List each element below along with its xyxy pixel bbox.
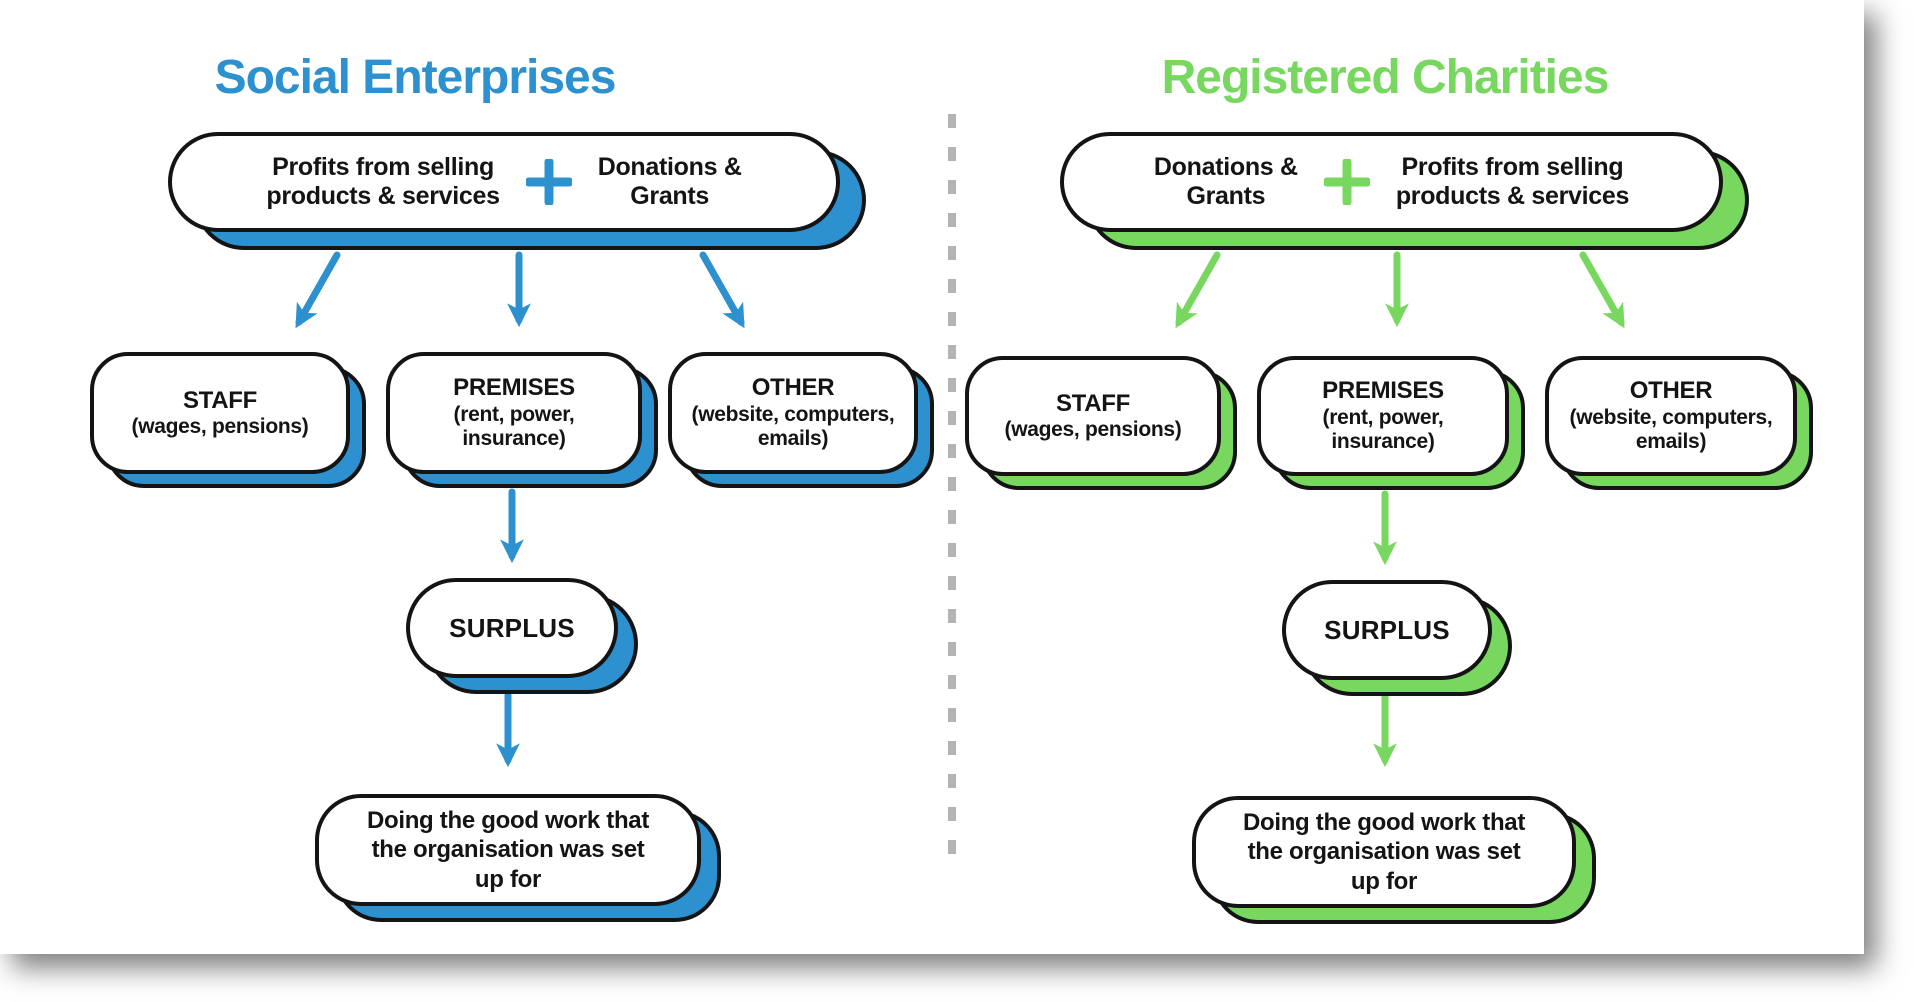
title-registered-charities: Registered Charities — [1161, 51, 1610, 104]
premises-detail-line2: insurance) — [462, 427, 566, 451]
outcome-line1: Doing the good work that — [1242, 809, 1526, 837]
se-surplus-box: SURPLUS — [406, 578, 618, 678]
staff-label: STAFF — [1055, 389, 1131, 417]
other-detail-line2: emails) — [757, 427, 829, 451]
divider-dashed-line — [948, 114, 956, 862]
diagram-card: Social Enterprises Registered Charities … — [90, 51, 1813, 924]
income-b-line2: products & services — [1395, 182, 1630, 210]
title-social-enterprises: Social Enterprises — [214, 51, 617, 104]
surplus-label: SURPLUS — [1324, 614, 1450, 645]
se-staff-box: STAFF (wages, pensions) — [90, 352, 350, 474]
premises-detail-line1: (rent, power, — [453, 403, 575, 427]
arrow-income-to-staff-right — [1175, 251, 1221, 329]
outcome-line2: the organisation was set — [1247, 838, 1521, 866]
rc-surplus-box: SURPLUS — [1282, 580, 1492, 680]
premises-label: PREMISES — [1322, 377, 1444, 405]
other-detail-line2: emails) — [1635, 430, 1707, 454]
outcome-line1: Doing the good work that — [366, 807, 650, 835]
other-detail-line1: (website, computers, — [691, 403, 895, 427]
se-premises-box: PREMISES (rent, power, insurance) — [386, 352, 642, 474]
outcome-line2: the organisation was set — [371, 836, 645, 864]
income-a-line2: Grants — [1186, 182, 1266, 210]
rc-income-source-b: Profits from selling products & services — [1395, 153, 1630, 211]
se-outcome-box: Doing the good work that the organisatio… — [315, 794, 701, 906]
surplus-label: SURPLUS — [449, 612, 575, 643]
rc-staff-box: STAFF (wages, pensions) — [965, 356, 1221, 476]
income-a-line1: Donations & — [1153, 153, 1298, 181]
income-b-line2: Grants — [630, 182, 710, 210]
staff-label: STAFF — [182, 386, 258, 414]
rc-income-source-a: Donations & Grants — [1154, 153, 1298, 211]
premises-detail-line2: insurance) — [1331, 430, 1435, 454]
arrow-income-to-staff-left — [295, 251, 341, 329]
income-b-line1: Donations & — [597, 153, 742, 181]
income-a-line2: products & services — [266, 182, 500, 210]
income-b-line1: Profits from selling — [1401, 153, 1624, 181]
staff-detail: (wages, pensions) — [131, 415, 309, 439]
rc-outcome-box: Doing the good work that the organisatio… — [1192, 796, 1576, 908]
other-label: OTHER — [1629, 377, 1713, 405]
outcome-line3: up for — [474, 865, 542, 893]
plus-icon — [525, 159, 572, 205]
se-other-box: OTHER (website, computers, emails) — [668, 352, 918, 474]
arrow-income-to-other-right — [1579, 251, 1625, 329]
rc-income-box: Donations & Grants Profits from selling … — [1060, 132, 1723, 232]
plus-icon — [1323, 159, 1370, 205]
staff-detail: (wages, pensions) — [1004, 418, 1182, 442]
other-detail-line1: (website, computers, — [1569, 406, 1773, 430]
income-a-line1: Profits from selling — [272, 153, 494, 181]
outcome-line3: up for — [1350, 867, 1418, 895]
se-income-box: Profits from selling products & services… — [168, 132, 840, 232]
rc-premises-box: PREMISES (rent, power, insurance) — [1257, 356, 1509, 476]
other-label: OTHER — [751, 374, 835, 402]
se-income-source-a: Profits from selling products & services — [266, 153, 500, 211]
se-income-source-b: Donations & Grants — [598, 153, 742, 211]
premises-detail-line1: (rent, power, — [1322, 406, 1444, 430]
arrow-income-to-other-left — [699, 251, 745, 329]
rc-other-box: OTHER (website, computers, emails) — [1545, 356, 1797, 476]
premises-label: PREMISES — [453, 374, 575, 402]
